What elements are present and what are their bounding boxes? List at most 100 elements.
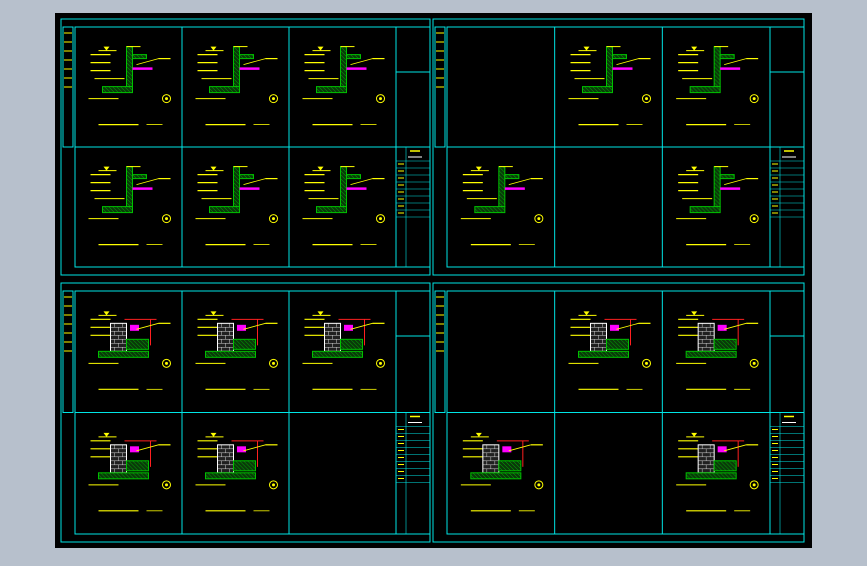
elevation-marker (317, 166, 324, 171)
hatch-region (126, 338, 149, 350)
waterstop (610, 324, 619, 331)
elevation-marker (317, 311, 324, 316)
hatch-region (205, 350, 256, 358)
section-detail (676, 432, 759, 512)
section-detail (302, 166, 385, 246)
detail-symbol-dot (272, 217, 275, 221)
hatch-region (233, 46, 240, 88)
revision-strip (434, 290, 446, 413)
section-detail (195, 311, 278, 390)
hatch-region (316, 86, 347, 94)
brick-wall (110, 444, 127, 474)
hatch-region (498, 460, 522, 472)
brick-wall (217, 322, 234, 352)
section-detail (195, 46, 278, 126)
top-right-sheet (432, 18, 805, 276)
detail-symbol-dot (165, 361, 168, 365)
section-detail (195, 432, 278, 512)
waterstop (130, 446, 139, 453)
brick-wall (697, 322, 715, 352)
hatch-region (713, 338, 737, 350)
section-detail (302, 46, 385, 126)
hatch-region (470, 472, 522, 480)
detail-symbol (162, 358, 171, 368)
hatch-region (582, 86, 613, 94)
hatch-region (233, 166, 240, 208)
hatch-region (713, 46, 721, 88)
hatch-region (102, 206, 133, 214)
elevation-marker (691, 311, 698, 316)
section-detail (676, 311, 759, 390)
hatch-region (312, 350, 363, 358)
section-detail (568, 311, 651, 390)
hatch-region (98, 350, 149, 358)
hatch-region (340, 46, 347, 88)
brick-wall (482, 444, 500, 474)
hatch-region (233, 338, 256, 350)
detail-symbol-dot (537, 217, 541, 221)
hatch-region (346, 54, 361, 60)
detail-symbol (749, 94, 759, 104)
hatch-region (132, 174, 147, 180)
hatch-region (102, 86, 133, 94)
detail-symbol-dot (537, 483, 541, 487)
hatch-region (612, 54, 627, 60)
detail-symbol-dot (645, 361, 648, 365)
revision-strip (434, 26, 446, 148)
hatch-region (713, 166, 721, 208)
elevation-marker (103, 46, 110, 51)
section-detail (460, 432, 544, 512)
revision-strip (62, 26, 74, 148)
detail-symbol-dot (752, 217, 756, 221)
detail-symbol (269, 358, 278, 368)
detail-symbol (749, 480, 759, 490)
elevation-marker (691, 166, 698, 171)
detail-symbol (749, 358, 759, 368)
hatch-region (689, 206, 721, 214)
hatch-region (126, 46, 133, 88)
detail-symbol (269, 94, 278, 104)
brick-wall (697, 444, 715, 474)
hatch-region (126, 166, 133, 208)
detail-symbol (642, 94, 651, 104)
detail-symbol-dot (379, 217, 382, 221)
waterstop (237, 446, 246, 453)
waterstop (237, 324, 246, 331)
detail-symbol-dot (272, 361, 275, 365)
detail-symbol (749, 214, 759, 224)
section-detail (676, 46, 759, 126)
hatch-region (239, 54, 254, 60)
detail-symbol (269, 480, 278, 490)
hatch-region (132, 54, 147, 60)
detail-symbol-dot (379, 361, 382, 365)
waterstop (717, 324, 727, 331)
hatch-region (233, 460, 256, 472)
hatch-region (606, 46, 613, 88)
hatch-region (606, 338, 629, 350)
hatch-region (98, 472, 149, 480)
hatch-region (205, 472, 256, 480)
elevation-marker (103, 432, 110, 437)
detail-symbol-dot (165, 97, 168, 101)
detail-symbol (162, 480, 171, 490)
section-detail (302, 311, 385, 390)
brick-wall (110, 322, 127, 352)
revision-strip (62, 290, 74, 413)
detail-symbol (376, 94, 385, 104)
elevation-marker (475, 166, 482, 171)
detail-symbol (534, 480, 544, 490)
hatch-region (340, 166, 347, 208)
elevation-marker (210, 46, 217, 51)
elevation-marker (210, 432, 217, 437)
elevation-marker (103, 311, 110, 316)
hatch-region (126, 460, 149, 472)
top-left-sheet (60, 18, 431, 276)
hatch-region (689, 86, 721, 94)
detail-symbol (642, 358, 651, 368)
elevation-marker (691, 46, 698, 51)
elevation-marker (691, 432, 698, 437)
section-detail (460, 166, 544, 246)
section-detail (195, 166, 278, 246)
